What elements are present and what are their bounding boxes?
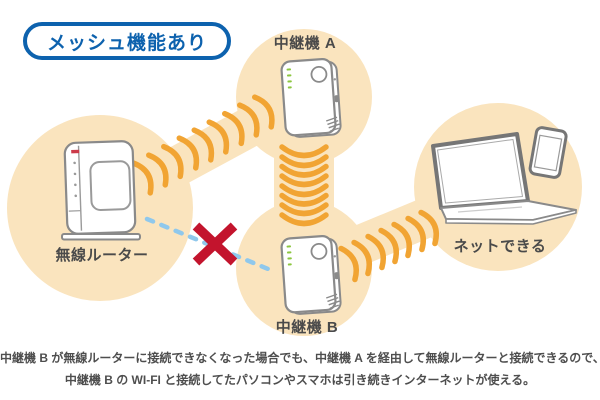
smartphone-icon	[528, 126, 568, 179]
wifi-waves-router-to-a	[131, 94, 275, 196]
repeater-a-icon	[279, 57, 343, 139]
repeater-b-label: 中継機 B	[275, 319, 339, 336]
caption-text: 中継機 B が無線ルーターに接続できなくなった場合でも、中継機 A を経由して無…	[0, 347, 600, 391]
caption-line-2: 中継機 B の WI-FI と接続してたパソコンやスマホは引き続きインターネット…	[64, 373, 536, 387]
disconnect-x-icon	[192, 222, 238, 266]
laptop-icon	[431, 132, 577, 225]
mesh-feature-badge: メッシュ機能あり	[23, 22, 232, 60]
caption-line-1: 中継機 B が無線ルーターに接続できなくなった場合でも、中継機 A を経由して無…	[0, 351, 600, 365]
router-status-led	[71, 149, 80, 154]
router-label: 無線ルーター	[55, 247, 149, 264]
wifi-waves-b-to-client	[338, 209, 439, 283]
repeater-b-icon	[279, 234, 343, 316]
router-icon	[61, 140, 141, 241]
wifi-waves-a-to-b	[279, 144, 329, 227]
repeater-a-label: 中継機 A	[273, 35, 337, 52]
client-label: ネットできる	[453, 238, 547, 255]
